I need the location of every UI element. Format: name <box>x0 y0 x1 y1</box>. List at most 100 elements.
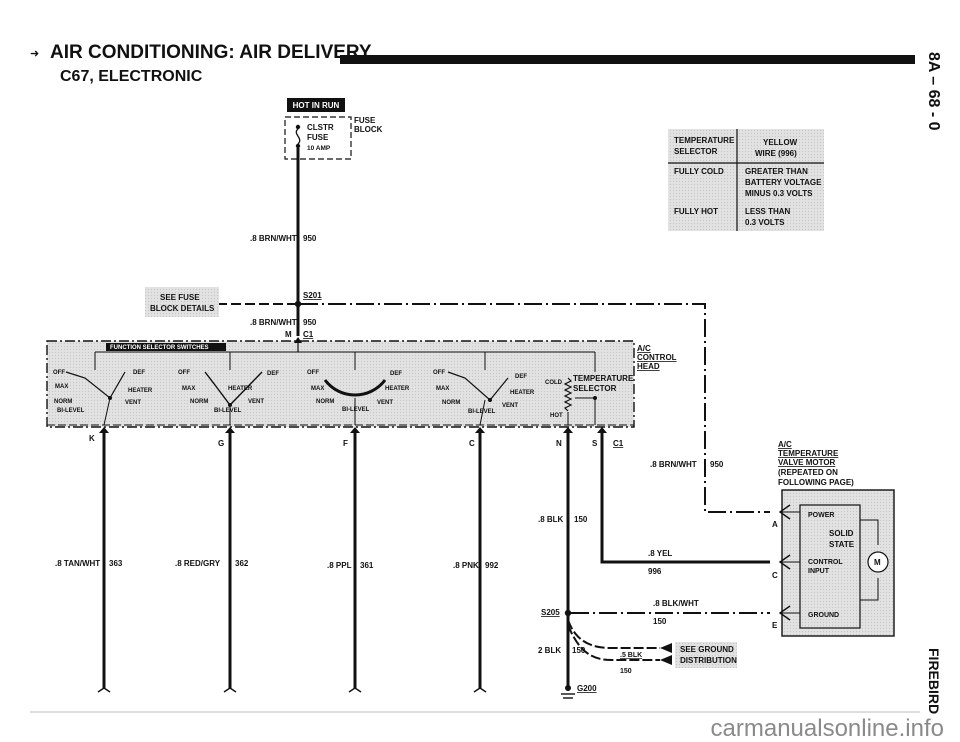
fuse-block-label: FUSE <box>354 116 376 125</box>
wire-150-number: 150 <box>574 515 588 524</box>
connector-c1-bottom: C1 <box>613 439 624 448</box>
control-head: FUNCTION SELECTOR SWITCHES A/C CONTROL H… <box>46 337 677 448</box>
table-header-1-line-1: TEMPERATURE <box>674 136 735 145</box>
switch-1-max: MAX <box>55 384 68 390</box>
c1-connector-arrow-icon <box>294 337 302 343</box>
switch-4-heater: HEATER <box>510 390 535 396</box>
motor-control-2: INPUT <box>808 568 830 575</box>
table-row-1-cell-2-line-2: BATTERY VOLTAGE <box>745 178 822 187</box>
temperature-selector: TEMPERATURE SELECTOR COLD HOT <box>545 352 634 425</box>
function-selector-title: FUNCTION SELECTOR SWITCHES <box>110 345 209 351</box>
motor-solid-1: SOLID <box>829 529 854 538</box>
fuse-terminal-top <box>295 124 301 130</box>
splice-s205: S205 <box>541 608 560 617</box>
switch-4-def: DEF <box>515 374 527 380</box>
control-head-label-1: A/C <box>637 344 651 353</box>
pin-n: N <box>556 439 562 448</box>
motor-outline <box>781 489 895 637</box>
fuse-block: HOT IN RUN FUSE BLOCK CLSTR FUSE 10 AMP <box>284 98 383 160</box>
hot-in-run-label: HOT IN RUN <box>293 101 340 110</box>
rheostat-icon <box>563 377 573 412</box>
wire-150c-gauge: 2 BLK <box>538 646 561 655</box>
switch-2-max: MAX <box>182 386 195 392</box>
table-row-1-cell-1: FULLY COLD <box>674 167 724 176</box>
vehicle-name: FIREBIRD <box>926 648 942 714</box>
fuse-rating: 10 AMP <box>307 145 331 152</box>
fuse-name: CLSTR <box>307 123 334 132</box>
page-subtitle: C67, ELECTRONIC <box>60 68 203 85</box>
header: ➜ AIR CONDITIONING: AIR DELIVERY C67, EL… <box>30 42 942 714</box>
motor-symbol: M <box>874 558 881 567</box>
fuse-element-icon <box>295 128 301 145</box>
splice-s201: S201 <box>303 291 322 300</box>
see-fuse-note: SEE FUSE BLOCK DETAILS <box>145 287 219 317</box>
table-row-2-cell-1: FULLY HOT <box>674 207 718 216</box>
switch-1: OFF DEF MAX HEATER NORM VENT BI-LEVEL <box>53 352 153 426</box>
switch-2-def: DEF <box>267 371 279 377</box>
switch-4-max: MAX <box>436 386 449 392</box>
switch-1-vent: VENT <box>125 400 141 406</box>
wire-950-mid-number: 950 <box>303 318 317 327</box>
table-header-1-line-2: SELECTOR <box>674 147 718 156</box>
motor-pin-e: E <box>772 621 778 630</box>
see-ground-line-1: SEE GROUND <box>680 645 734 654</box>
pin-s: S <box>592 439 598 448</box>
motor-pin-c: C <box>772 571 778 580</box>
temp-selector-label-1: TEMPERATURE <box>573 374 634 383</box>
switch-2-bilevel: BI-LEVEL <box>214 408 242 414</box>
table-row-1-cell-2-line-3: MINUS 0.3 VOLTS <box>745 189 813 198</box>
fuse-block-label-2: BLOCK <box>354 125 383 134</box>
switch-4-bilevel: BI-LEVEL <box>468 409 496 415</box>
switch-4-norm: NORM <box>442 400 460 406</box>
splice-s201-dot <box>294 300 302 308</box>
switch-1-bilevel: BI-LEVEL <box>57 408 85 414</box>
table-header-2-line-1: YELLOW <box>763 138 798 147</box>
switch-1-heater: HEATER <box>128 388 153 394</box>
bullet-icon: ➜ <box>30 48 39 60</box>
wire-950-top-number: 950 <box>303 234 317 243</box>
table-row-2-cell-2-line-1: LESS THAN <box>745 207 791 216</box>
motor-title-1: A/C <box>778 440 792 449</box>
motor-title-4: (REPEATED ON <box>778 468 838 477</box>
motor-control-1: CONTROL <box>808 559 843 566</box>
switch-4-off: OFF <box>433 370 445 376</box>
motor-title-3: VALVE MOTOR <box>778 458 836 467</box>
switch-2-vent: VENT <box>248 399 264 405</box>
table-header-2-line-2: WIRE (996) <box>755 149 797 158</box>
switch-4-vent: VENT <box>502 403 518 409</box>
valve-motor: A/C TEMPERATURE VALVE MOTOR (REPEATED ON… <box>772 440 895 637</box>
connector-c1-top: C1 <box>303 330 314 339</box>
pin-m: M <box>285 330 292 339</box>
temp-selector-hot: HOT <box>550 413 563 419</box>
motor-pin-a: A <box>772 520 778 529</box>
motor-ground: GROUND <box>808 612 839 619</box>
motor-power: POWER <box>808 512 834 519</box>
wire-950-mid-gauge: .8 BRN/WHT <box>250 318 297 327</box>
motor-solid-2: STATE <box>829 540 855 549</box>
wire-363-number: 363 <box>109 559 123 568</box>
control-head-label-2: CONTROL <box>637 353 677 362</box>
table-row-2-cell-2-line-2: 0.3 VOLTS <box>745 218 785 227</box>
wire-950-right-number: 950 <box>710 460 724 469</box>
wire-996-gauge: .8 YEL <box>648 549 672 558</box>
page-title: AIR CONDITIONING: AIR DELIVERY <box>50 42 372 63</box>
wire-150c-number: 150 <box>572 646 586 655</box>
pin-k: K <box>89 434 95 443</box>
wire-361-number: 361 <box>360 561 374 570</box>
pin-g: G <box>218 439 224 448</box>
control-head-label-3: HEAD <box>637 362 660 371</box>
switch-3-off: OFF <box>307 370 319 376</box>
wire-362-gauge: .8 RED/GRY <box>175 559 221 568</box>
hot-in-run-tag <box>287 98 345 112</box>
motor-title-5: FOLLOWING PAGE) <box>778 478 854 487</box>
wire-992-number: 992 <box>485 561 499 570</box>
pin-f: F <box>343 439 348 448</box>
switch-3-heater: HEATER <box>385 386 410 392</box>
title-rule <box>340 55 915 64</box>
fuse-name-2: FUSE <box>307 133 329 142</box>
voltage-table: TEMPERATURE SELECTOR YELLOW WIRE (996) F… <box>668 129 824 231</box>
ground-g200: G200 <box>577 684 597 693</box>
wire-363-gauge: .8 TAN/WHT <box>55 559 100 568</box>
switch-3-def: DEF <box>390 371 402 377</box>
